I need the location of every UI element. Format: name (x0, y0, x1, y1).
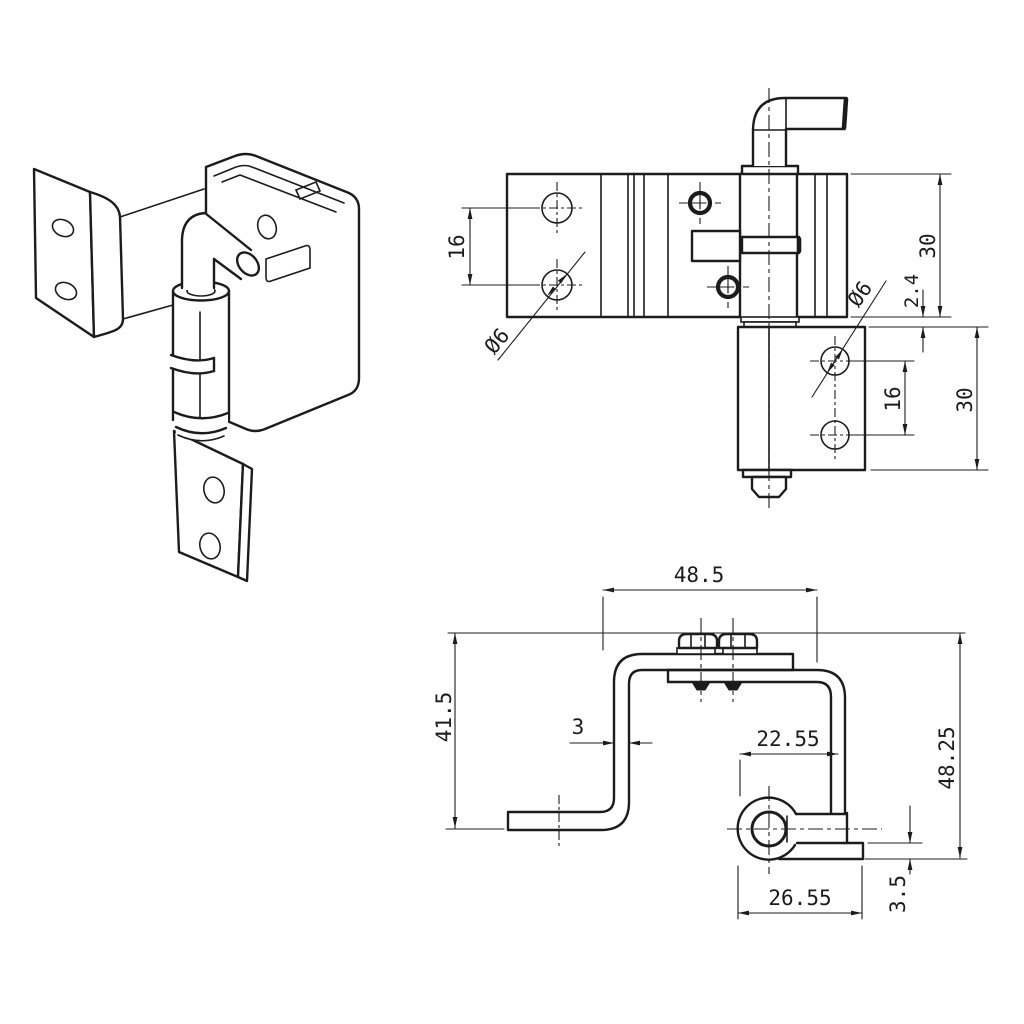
dim-text: 48.25 (935, 726, 959, 789)
dim-hole-spacing-left: 16 (445, 207, 537, 286)
isometric-view (32, 152, 361, 583)
side-second-plate (666, 668, 847, 815)
dim-text: 48.5 (674, 563, 725, 587)
dim-text: 30 (953, 387, 977, 412)
iso-snap-ring (169, 366, 216, 375)
iso-body-rim-inner (221, 174, 337, 213)
iso-pin-pipe (180, 211, 207, 290)
front-pin-handle (784, 127, 846, 168)
dim-pin-offset-outer: 26.55 (737, 865, 863, 920)
dim-text: 22.55 (756, 727, 819, 751)
dim-lower-leaf-height: 30 (870, 326, 989, 471)
iso-lower-leaf-fold (236, 462, 254, 583)
dim-leaf-gap: 2.4 (868, 274, 989, 353)
front-lower-leaf (736, 325, 867, 472)
iso-body-rim (213, 164, 345, 204)
iso-left-bracket-flange (32, 167, 96, 339)
side-view: 48.5 41.5 3 22.55 26.55 (432, 563, 968, 920)
iso-bracket-arm (122, 304, 174, 320)
side-strip (794, 811, 849, 845)
iso-bracket-hole (54, 281, 78, 301)
dim-top-width: 48.5 (602, 563, 818, 663)
iso-leaf-hole (199, 532, 221, 560)
dim-tab-thickness: 3.5 (867, 805, 923, 913)
iso-barrel-collar (177, 434, 225, 442)
front-latch-block (690, 229, 742, 263)
iso-bracket-hole (51, 218, 75, 238)
dim-left-height: 41.5 (432, 632, 966, 830)
front-barrel-collar (740, 164, 800, 176)
side-tab (777, 841, 865, 861)
side-nut (677, 632, 719, 650)
front-pin-handle (751, 96, 847, 168)
iso-bracket-arm (119, 188, 205, 218)
iso-pin-arm-cap (235, 251, 261, 277)
dim-sheet-thickness: 3 (569, 715, 653, 746)
dim-text: 2.4 (901, 274, 923, 308)
iso-snap-ring (169, 353, 216, 362)
dim-text: 41.5 (432, 692, 456, 743)
dim-text: Ø6 (480, 324, 515, 359)
side-nut (717, 632, 759, 650)
dim-text: 16 (881, 386, 905, 411)
iso-body-slot (265, 244, 311, 283)
dim-text: 3.5 (886, 875, 910, 913)
iso-body-hole (256, 214, 278, 240)
dim-pin-offset-inner: 22.55 (739, 727, 839, 797)
dim-upper-leaf-height: 30 (850, 173, 952, 318)
iso-barrel-collar (174, 425, 228, 435)
side-second-plate-inner (666, 680, 833, 815)
dim-hole-spacing-right: 16 (850, 360, 915, 436)
iso-leaf-hole (203, 476, 225, 504)
front-view: 16 30 2.4 16 30 (445, 88, 989, 510)
iso-lower-leaf (172, 429, 245, 579)
iso-left-bracket-fold (88, 190, 125, 339)
iso-barrel-bottom-rim (172, 410, 230, 420)
iso-pin-arm-bottom (212, 257, 243, 281)
side-barrel-outer (736, 796, 798, 861)
front-handle-end-cap (841, 96, 849, 131)
dim-right-height: 48.25 (864, 632, 968, 860)
iso-body-notch (294, 180, 322, 201)
dim-text: 3 (572, 715, 585, 739)
iso-body (204, 152, 361, 433)
dim-text: 26.55 (768, 886, 831, 910)
front-cross-pin (740, 235, 801, 255)
dim-text: 16 (445, 234, 469, 259)
iso-pin-arm-top (203, 211, 253, 252)
dim-text: 30 (916, 233, 940, 258)
